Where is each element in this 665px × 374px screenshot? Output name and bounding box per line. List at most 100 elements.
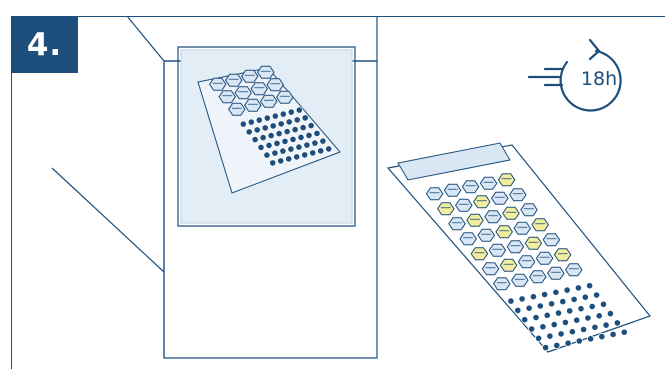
small-well xyxy=(246,129,252,135)
incubator-bottom-edges xyxy=(52,168,164,272)
small-well xyxy=(593,292,599,298)
small-well xyxy=(310,150,316,156)
small-well xyxy=(278,121,284,127)
small-well xyxy=(320,138,326,144)
small-well xyxy=(300,124,306,130)
compartment xyxy=(530,271,546,283)
small-well xyxy=(264,115,270,121)
small-well xyxy=(302,115,308,121)
compartment xyxy=(235,87,251,99)
incubator xyxy=(52,16,377,358)
small-well xyxy=(515,307,521,313)
small-well xyxy=(280,148,286,154)
small-well xyxy=(589,303,595,309)
small-well xyxy=(582,294,588,300)
compartment xyxy=(258,66,274,78)
small-well xyxy=(544,312,550,318)
small-well xyxy=(282,138,288,144)
small-well xyxy=(264,152,270,158)
small-well xyxy=(318,148,324,154)
positive-compartment xyxy=(496,226,512,238)
compartment xyxy=(536,252,552,264)
incubation-time-label: 18h xyxy=(570,62,628,96)
small-well xyxy=(260,134,266,140)
small-well xyxy=(248,119,254,125)
positive-compartment xyxy=(471,248,487,260)
small-well xyxy=(560,298,566,304)
compartment xyxy=(518,256,534,268)
small-well xyxy=(270,123,276,129)
small-well xyxy=(268,132,274,138)
small-well xyxy=(580,326,586,332)
small-well xyxy=(576,338,582,344)
positive-compartment xyxy=(467,214,483,226)
small-well xyxy=(274,140,280,146)
small-well xyxy=(530,294,536,300)
small-well xyxy=(306,132,312,138)
small-well xyxy=(266,142,272,148)
compartment xyxy=(521,204,537,216)
small-well xyxy=(592,324,598,330)
small-well xyxy=(551,321,557,327)
compartment xyxy=(426,188,442,200)
small-well xyxy=(284,128,290,134)
small-well xyxy=(262,125,268,131)
small-well xyxy=(508,298,514,304)
compartment xyxy=(261,95,277,107)
positive-compartment xyxy=(500,259,516,271)
small-well xyxy=(326,146,332,152)
positive-compartment xyxy=(532,219,548,231)
small-well xyxy=(312,140,318,146)
compartment xyxy=(543,234,559,246)
compartment xyxy=(242,70,258,82)
small-well xyxy=(288,146,294,152)
compartment xyxy=(548,267,564,279)
frame-top-line xyxy=(11,16,665,17)
small-well xyxy=(256,117,262,123)
compartment xyxy=(444,184,460,196)
small-well xyxy=(553,289,559,295)
small-well xyxy=(569,329,575,335)
small-well xyxy=(276,130,282,136)
compartment xyxy=(507,241,523,253)
small-well xyxy=(294,117,300,123)
small-well xyxy=(541,291,547,297)
small-well xyxy=(574,317,580,323)
small-well xyxy=(280,111,286,117)
compartment xyxy=(456,199,472,211)
small-well xyxy=(596,313,602,319)
small-well xyxy=(254,127,260,133)
compartment xyxy=(489,244,505,256)
compartment xyxy=(251,83,267,95)
compartment xyxy=(267,79,283,91)
small-well xyxy=(272,113,278,119)
small-well xyxy=(258,144,264,150)
compartment xyxy=(514,222,530,234)
small-well xyxy=(607,310,613,316)
small-well xyxy=(614,320,620,326)
small-well xyxy=(585,315,591,321)
small-well xyxy=(294,154,300,160)
small-well xyxy=(314,130,320,136)
small-well xyxy=(535,335,541,341)
compartment xyxy=(210,78,226,90)
small-well xyxy=(558,331,564,337)
small-well xyxy=(537,303,543,309)
small-well xyxy=(278,158,284,164)
step-number-badge: 4. xyxy=(11,16,78,73)
small-well xyxy=(547,333,553,339)
positive-compartment xyxy=(474,196,490,208)
small-well xyxy=(296,144,302,150)
small-well xyxy=(272,150,278,156)
compartment xyxy=(226,74,242,86)
positive-compartment xyxy=(498,174,514,186)
small-well xyxy=(555,310,561,316)
arrow-head-icon xyxy=(590,40,599,59)
compartment xyxy=(482,263,498,275)
compartment xyxy=(566,264,582,276)
small-well xyxy=(548,301,554,307)
small-well xyxy=(600,301,606,307)
compartment xyxy=(480,177,496,189)
